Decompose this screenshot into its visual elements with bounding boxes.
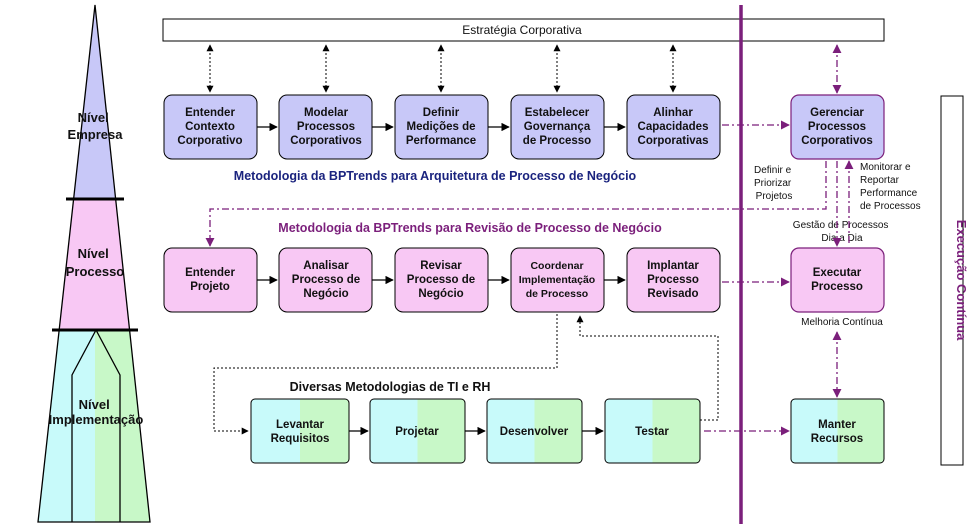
process-row: Metodologia da BPTrends para Revisão de … — [163, 221, 721, 313]
box-testar: Testar — [604, 398, 701, 464]
svg-text:Testar: Testar — [635, 426, 669, 438]
monitor-report-label: Monitorar e Reportar Performance de Proc… — [860, 162, 921, 212]
svg-text:Projetar: Projetar — [395, 426, 439, 438]
svg-text:Desenvolver: Desenvolver — [500, 426, 569, 438]
level-implementation-label: Nível Implementação — [49, 397, 144, 427]
continuous-execution-box — [940, 95, 964, 466]
daily-management-label: Gestão de Processos Dia a Dia — [793, 220, 891, 244]
impl-methodology-title: Diversas Metodologias de TI e RH — [290, 380, 491, 394]
define-prioritize-label: Definir e Priorizar Projetos — [754, 165, 794, 202]
box-desenvolver: Desenvolver — [486, 398, 583, 464]
strategy-bar — [162, 18, 885, 42]
strategy-label: Estratégia Corporativa — [462, 23, 582, 37]
box-projetar: Projetar — [369, 398, 466, 464]
continuous-improvement-label: Melhoria Contínua — [801, 317, 883, 328]
continuous-execution-label: Execução Contínua — [954, 220, 967, 341]
impl-loop-links — [213, 314, 719, 435]
process-methodology-title: Metodologia da BPTrends para Revisão de … — [278, 221, 662, 235]
level-process-label: Nível Processo — [66, 246, 125, 279]
purple-connectors — [205, 44, 854, 436]
strategy-links — [206, 44, 677, 93]
implementation-row: Diversas Metodologias de TI e RH Levanta… — [250, 380, 701, 464]
enterprise-methodology-title: Metodologia da BPTrends para Arquitetura… — [234, 169, 637, 183]
level-enterprise-label: Nível Empresa — [68, 110, 124, 142]
